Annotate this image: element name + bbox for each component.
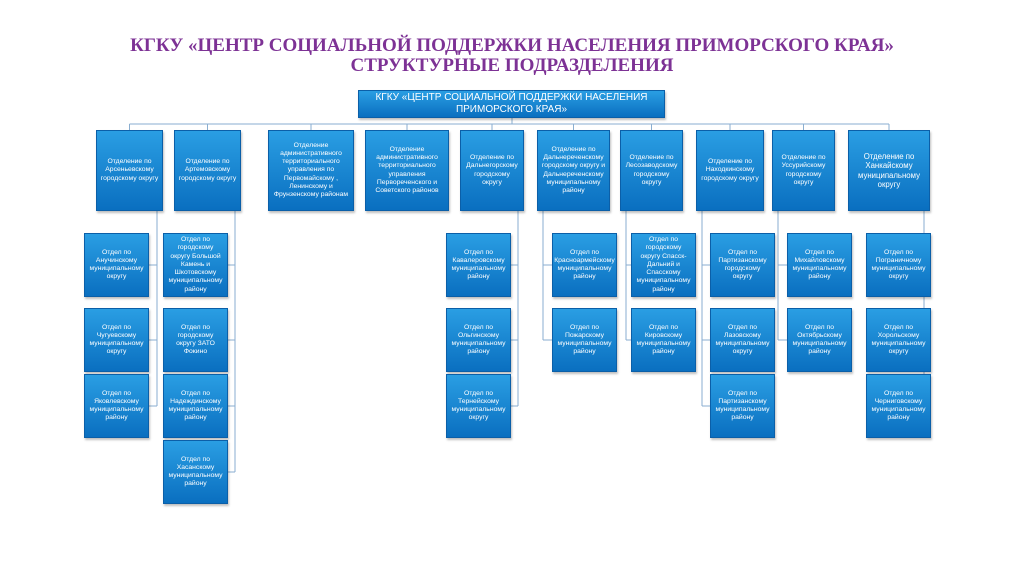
child-box: Отдел по Анучинскому муниципальному окру… bbox=[84, 233, 149, 297]
child-box: Отдел по Октябрьскому муниципальному рай… bbox=[787, 308, 852, 372]
page-title: КГКУ «ЦЕНТР СОЦИАЛЬНОЙ ПОДДЕРЖКИ НАСЕЛЕН… bbox=[130, 35, 894, 56]
child-box: Отдел по городскому округу Большой Камен… bbox=[163, 233, 228, 297]
child-box: Отдел по Черниговскому муниципальному ра… bbox=[866, 374, 931, 438]
branch-box: Отделение по Артемовскому городскому окр… bbox=[174, 130, 241, 211]
child-box: Отдел по городскому округу Спасск-Дальни… bbox=[631, 233, 696, 297]
branch-box: Отделение по Уссурийскому городскому окр… bbox=[772, 130, 835, 211]
child-box: Отдел по Партизанскому муниципальному ра… bbox=[710, 374, 775, 438]
branch-box: Отделение административного территориаль… bbox=[365, 130, 449, 211]
child-box: Отдел по Ольгинскому муниципальному райо… bbox=[446, 308, 511, 372]
child-box: Отдел по Партизанскому городскому округу bbox=[710, 233, 775, 297]
child-box: Отдел по Хорольскому муниципальному окру… bbox=[866, 308, 931, 372]
branch-box: Отделение административного территориаль… bbox=[268, 130, 354, 211]
child-box: Отдел по Чугуевскому муниципальному окру… bbox=[84, 308, 149, 372]
child-box: Отдел по Михайловскому муниципальному ра… bbox=[787, 233, 852, 297]
branch-box: Отделение по Дальнереченскому городскому… bbox=[537, 130, 610, 211]
child-box: Отдел по Яковлевскому муниципальному рай… bbox=[84, 374, 149, 438]
branch-box: Отделение по Дальнегорскому городскому о… bbox=[460, 130, 524, 211]
child-box: Отдел по Хасанскому муниципальному район… bbox=[163, 440, 228, 504]
child-box: Отдел по Тернейскому муниципальному окру… bbox=[446, 374, 511, 438]
org-root-box: КГКУ «ЦЕНТР СОЦИАЛЬНОЙ ПОДДЕРЖКИ НАСЕЛЕН… bbox=[358, 90, 665, 118]
branch-box: Отделение по Находкинскому городскому ок… bbox=[696, 130, 764, 211]
child-box: Отдел по Пограничному муниципальному окр… bbox=[866, 233, 931, 297]
branch-box: Отделение по Арсеньевскому городскому ок… bbox=[96, 130, 163, 211]
branch-box: Отделение по Лесозаводскому городскому о… bbox=[620, 130, 683, 211]
page-subtitle: СТРУКТУРНЫЕ ПОДРАЗДЕЛЕНИЯ bbox=[350, 55, 674, 76]
child-box: Отдел по Лазовскому муниципальному округ… bbox=[710, 308, 775, 372]
child-box: Отдел по Пожарскому муниципальному район… bbox=[552, 308, 617, 372]
child-box: Отдел по Кавалеровскому муниципальному р… bbox=[446, 233, 511, 297]
child-box: Отдел по Красноармейскому муниципальному… bbox=[552, 233, 617, 297]
child-box: Отдел по городскому округу ЗАТО Фокино bbox=[163, 308, 228, 372]
child-box: Отдел по Кировскому муниципальному район… bbox=[631, 308, 696, 372]
branch-box: Отделение по Ханкайскому муниципальному … bbox=[848, 130, 930, 211]
child-box: Отдел по Надеждинскому муниципальному ра… bbox=[163, 374, 228, 438]
